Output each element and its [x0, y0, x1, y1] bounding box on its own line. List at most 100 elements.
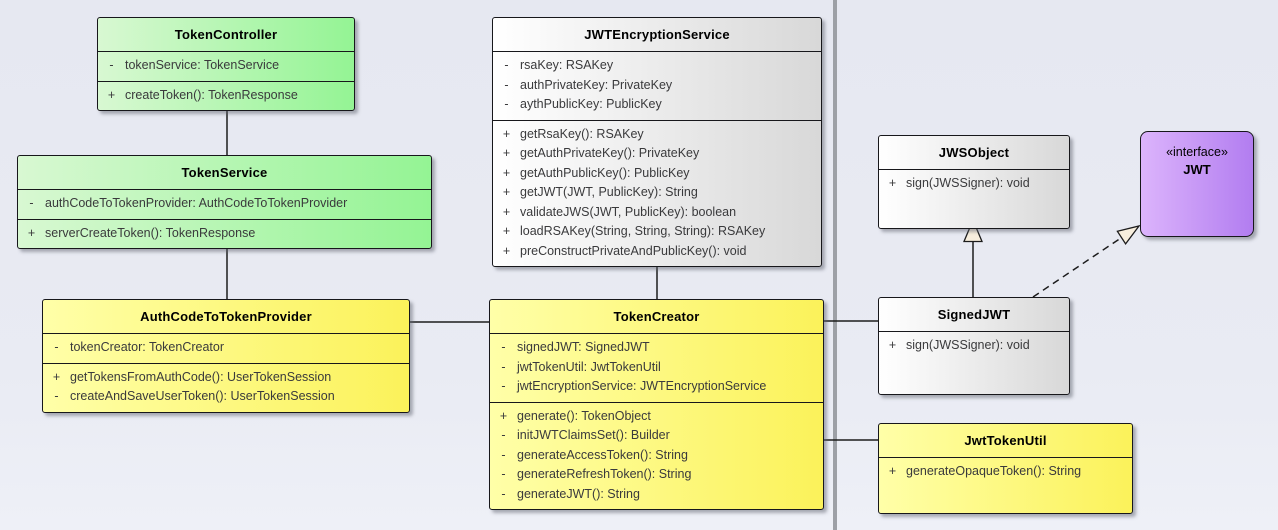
- attributes-section: - tokenService: TokenService: [98, 51, 354, 81]
- attribute-row: - rsaKey: RSAKey: [493, 56, 821, 76]
- member-label: validateJWS(JWT, PublicKey): boolean: [520, 204, 737, 219]
- method-row: + serverCreateToken(): TokenResponse: [18, 224, 431, 244]
- method-row: + getTokensFromAuthCode(): UserTokenSess…: [43, 368, 409, 388]
- visibility-marker: +: [502, 126, 511, 141]
- visibility-marker: +: [888, 176, 897, 190]
- realization-signedjwt-jwt[interactable]: [1032, 236, 1122, 298]
- visibility-marker: -: [501, 447, 506, 462]
- methods-section: + generateOpaqueToken(): String: [879, 457, 1132, 513]
- visibility-marker: +: [502, 146, 511, 160]
- member-label: generateAccessToken(): String: [517, 447, 688, 462]
- visibility-marker: -: [501, 340, 506, 354]
- method-row: + sign(JWSSigner): void: [879, 174, 1069, 194]
- attributes-section: - authCodeToTokenProvider: AuthCodeToTok…: [18, 189, 431, 219]
- visibility-marker: +: [27, 225, 36, 240]
- method-row: + createToken(): TokenResponse: [98, 86, 354, 106]
- member-label: generateRefreshToken(): String: [517, 467, 692, 481]
- class-auth-code-to-token-provider[interactable]: AuthCodeToTokenProvider - tokenCreator: …: [42, 299, 410, 413]
- member-label: getTokensFromAuthCode(): UserTokenSessio…: [70, 369, 332, 384]
- method-row: - initJWTClaimsSet(): Builder: [490, 426, 823, 446]
- class-jws-object[interactable]: JWSObject + sign(JWSSigner): void: [878, 135, 1070, 229]
- member-label: createToken(): TokenResponse: [125, 87, 298, 102]
- method-row: + generateOpaqueToken(): String: [879, 462, 1132, 482]
- method-row: + preConstructPrivateAndPublicKey(): voi…: [493, 242, 821, 262]
- member-label: generateOpaqueToken(): String: [906, 464, 1082, 478]
- member-label: aythPublicKey: PublicKey: [520, 97, 662, 111]
- member-label: sign(JWSSigner): void: [906, 176, 1030, 190]
- member-label: tokenService: TokenService: [125, 58, 280, 72]
- attribute-row: - authPrivateKey: PrivateKey: [493, 76, 821, 96]
- stereotype-label: «interface»: [1166, 145, 1228, 159]
- member-label: jwtEncryptionService: JWTEncryptionServi…: [517, 379, 767, 393]
- class-title: JWSObject: [938, 145, 1010, 160]
- member-label: getAuthPublicKey(): PublicKey: [520, 165, 690, 180]
- visibility-marker: -: [501, 359, 506, 374]
- method-row: - generateAccessToken(): String: [490, 446, 823, 466]
- methods-section: + generate(): TokenObject - initJWTClaim…: [490, 401, 823, 510]
- member-label: preConstructPrivateAndPublicKey(): void: [520, 243, 747, 258]
- method-row: + loadRSAKey(String, String, String): RS…: [493, 222, 821, 242]
- visibility-marker: +: [499, 408, 508, 423]
- attribute-row: - tokenCreator: TokenCreator: [43, 338, 409, 358]
- interface-jwt[interactable]: «interface» JWT: [1140, 131, 1254, 237]
- class-title: TokenService: [181, 165, 268, 180]
- visibility-marker: +: [888, 464, 897, 478]
- visibility-marker: -: [501, 486, 506, 501]
- attribute-row: - signedJWT: SignedJWT: [490, 338, 823, 358]
- attribute-row: - aythPublicKey: PublicKey: [493, 95, 821, 115]
- member-label: getAuthPrivateKey(): PrivateKey: [520, 146, 700, 160]
- class-token-service[interactable]: TokenService - authCodeToTokenProvider: …: [17, 155, 432, 249]
- attribute-row: - jwtTokenUtil: JwtTokenUtil: [490, 358, 823, 378]
- member-label: serverCreateToken(): TokenResponse: [45, 225, 256, 240]
- attribute-row: - authCodeToTokenProvider: AuthCodeToTok…: [18, 194, 431, 214]
- attributes-section: - tokenCreator: TokenCreator: [43, 333, 409, 363]
- vertical-divider: [833, 0, 837, 530]
- visibility-marker: +: [107, 87, 116, 102]
- method-row: + sign(JWSSigner): void: [879, 336, 1069, 356]
- method-row: + getJWT(JWT, PublicKey): String: [493, 183, 821, 203]
- visibility-marker: -: [54, 340, 59, 354]
- member-label: authCodeToTokenProvider: AuthCodeToToken…: [45, 196, 348, 210]
- class-title: JWTEncryptionService: [584, 27, 730, 42]
- class-token-controller[interactable]: TokenController - tokenService: TokenSer…: [97, 17, 355, 111]
- visibility-marker: +: [502, 243, 511, 258]
- visibility-marker: +: [502, 165, 511, 180]
- class-title: JwtTokenUtil: [964, 433, 1047, 448]
- member-label: authPrivateKey: PrivateKey: [520, 77, 673, 92]
- member-label: jwtTokenUtil: JwtTokenUtil: [517, 359, 661, 374]
- methods-section: + serverCreateToken(): TokenResponse: [18, 218, 431, 249]
- method-row: - generateRefreshToken(): String: [490, 465, 823, 485]
- visibility-marker: -: [501, 428, 506, 442]
- member-label: sign(JWSSigner): void: [906, 338, 1030, 352]
- member-label: createAndSaveUserToken(): UserTokenSessi…: [70, 389, 335, 403]
- class-title: TokenController: [174, 27, 278, 42]
- class-jwt-token-util[interactable]: JwtTokenUtil + generateOpaqueToken(): St…: [878, 423, 1133, 514]
- member-label: signedJWT: SignedJWT: [517, 340, 650, 354]
- class-title: SignedJWT: [937, 307, 1011, 322]
- visibility-marker: -: [504, 58, 509, 72]
- visibility-marker: -: [504, 97, 509, 111]
- methods-section: + getTokensFromAuthCode(): UserTokenSess…: [43, 362, 409, 412]
- attributes-section: - signedJWT: SignedJWT - jwtTokenUtil: J…: [490, 333, 823, 402]
- member-label: getRsaKey(): RSAKey: [520, 126, 644, 141]
- visibility-marker: -: [501, 467, 506, 481]
- member-label: tokenCreator: TokenCreator: [70, 340, 225, 354]
- class-signed-jwt[interactable]: SignedJWT + sign(JWSSigner): void: [878, 297, 1070, 395]
- class-title: AuthCodeToTokenProvider: [140, 309, 312, 324]
- inheritance-arrowhead-icon: [963, 218, 983, 243]
- visibility-marker: +: [52, 369, 61, 384]
- methods-section: + createToken(): TokenResponse: [98, 80, 354, 111]
- visibility-marker: -: [54, 389, 59, 403]
- method-row: + generate(): TokenObject: [490, 407, 823, 427]
- class-title: JWT: [1183, 162, 1211, 177]
- attribute-row: - tokenService: TokenService: [98, 56, 354, 76]
- visibility-marker: +: [502, 204, 511, 219]
- methods-section: + getRsaKey(): RSAKey + getAuthPrivateKe…: [493, 119, 821, 267]
- member-label: rsaKey: RSAKey: [520, 58, 614, 72]
- attributes-section: - rsaKey: RSAKey - authPrivateKey: Priva…: [493, 51, 821, 120]
- method-row: - createAndSaveUserToken(): UserTokenSes…: [43, 387, 409, 407]
- methods-section: + sign(JWSSigner): void: [879, 169, 1069, 228]
- class-token-creator[interactable]: TokenCreator - signedJWT: SignedJWT - jw…: [489, 299, 824, 510]
- class-jwt-encryption-service[interactable]: JWTEncryptionService - rsaKey: RSAKey - …: [492, 17, 822, 267]
